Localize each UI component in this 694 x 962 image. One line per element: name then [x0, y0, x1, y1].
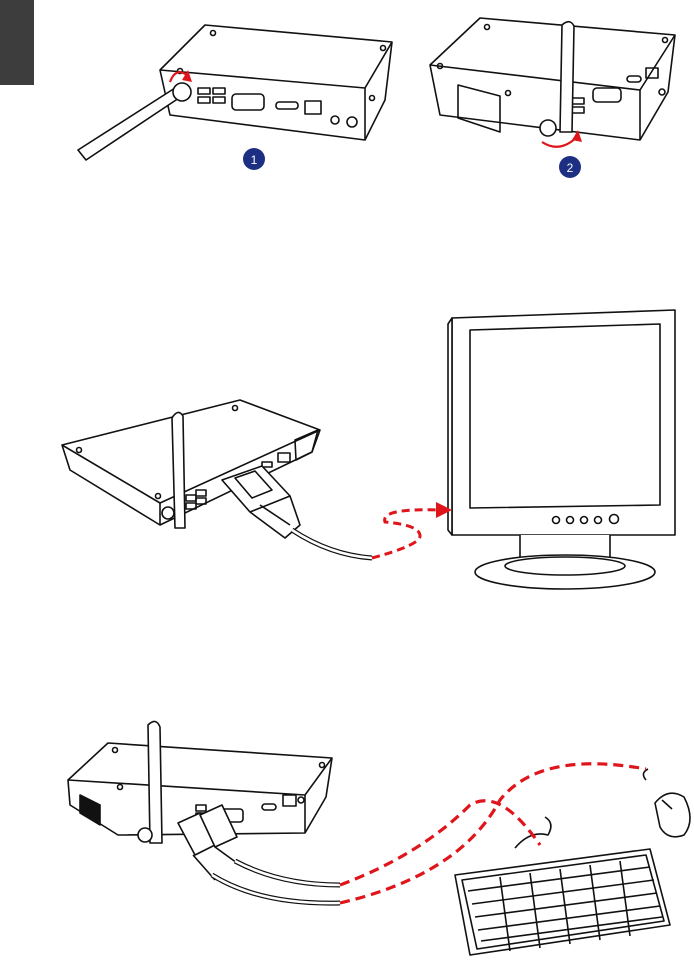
vga-cable-outer [292, 530, 372, 558]
step-badge-1-label: 1 [251, 153, 258, 167]
step-badge-2: 2 [559, 156, 581, 178]
figure-antenna-install: 1 2 [0, 0, 694, 200]
antenna-icon-left [78, 83, 191, 160]
keyboard-icon [455, 817, 670, 955]
keyboard-mouse-connection-illustration [0, 705, 694, 962]
monitor-cable-dashed [372, 510, 440, 558]
mini-pc-left [160, 25, 392, 140]
step-badge-2-label: 2 [567, 161, 574, 175]
mouse-icon [643, 769, 690, 837]
vga-plug-icon [222, 466, 300, 538]
antenna-install-illustration: 1 2 [0, 0, 694, 200]
figure-keyboard-mouse-connection [0, 705, 694, 962]
monitor-icon [448, 310, 675, 589]
figure-monitor-connection [0, 300, 694, 610]
monitor-connection-illustration [0, 300, 694, 610]
mini-pc [62, 400, 320, 525]
step-badge-1: 1 [243, 148, 265, 170]
vga-cable-inner [292, 530, 372, 558]
